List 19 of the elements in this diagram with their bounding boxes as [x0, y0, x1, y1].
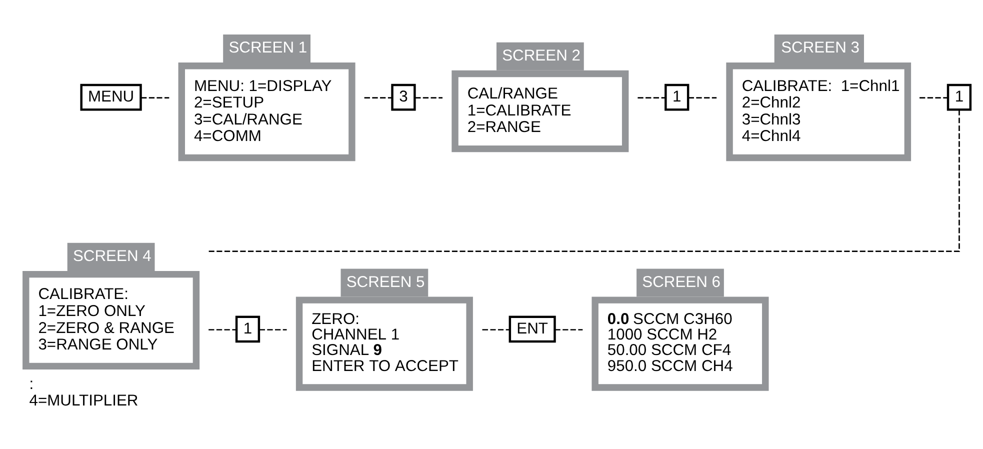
node-label: : [28, 375, 34, 392]
connector [919, 96, 948, 98]
node-box: MENU [80, 83, 142, 110]
connector [140, 96, 169, 98]
connector [258, 328, 286, 330]
connector [482, 328, 510, 330]
connector [208, 109, 960, 252]
connector [554, 328, 582, 330]
connector [414, 96, 442, 98]
node-box: 1 [664, 83, 689, 110]
node-label: 4=MULTIPLIER [28, 392, 138, 410]
connector [364, 96, 392, 98]
node-box: 1 [946, 83, 972, 110]
connector [208, 328, 236, 330]
node-box: 1 [234, 315, 260, 342]
node-box: 3 [390, 83, 416, 110]
connector [637, 96, 666, 98]
connector [688, 96, 716, 98]
node-box: ENT [508, 315, 556, 342]
